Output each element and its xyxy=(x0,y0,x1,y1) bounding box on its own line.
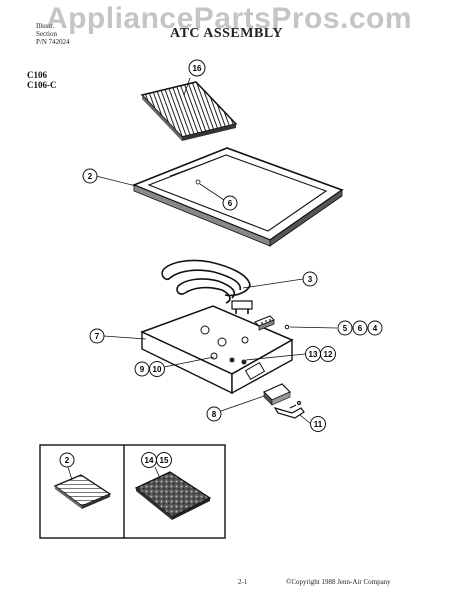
callout-5: 5 xyxy=(337,320,353,336)
svg-text:11: 11 xyxy=(314,420,323,429)
svg-text:7: 7 xyxy=(95,332,100,341)
callout-4: 4 xyxy=(367,320,383,336)
svg-text:9: 9 xyxy=(140,365,145,374)
terminal-block-part xyxy=(254,315,290,331)
svg-text:3: 3 xyxy=(308,275,313,284)
callout-13: 13 xyxy=(305,346,321,362)
svg-text:10: 10 xyxy=(153,365,162,374)
bracket-part xyxy=(273,400,305,419)
svg-text:4: 4 xyxy=(373,324,378,333)
header-illustration-label: Illustr. xyxy=(36,22,55,30)
svg-text:6: 6 xyxy=(358,324,363,333)
inset-flat-grate-part xyxy=(53,474,112,509)
callout-2: 2 xyxy=(82,168,98,184)
page-title: ATC ASSEMBLY xyxy=(170,26,283,41)
cooktop-frame-part xyxy=(131,147,344,247)
header-section-label: Section xyxy=(36,30,57,38)
callout-10: 10 xyxy=(149,361,165,377)
header-part-number: P/N 742024 xyxy=(36,38,70,46)
svg-text:2: 2 xyxy=(88,172,93,181)
svg-text:12: 12 xyxy=(324,350,333,359)
callout-11: 11 xyxy=(310,416,326,432)
svg-text:15: 15 xyxy=(160,456,169,465)
svg-text:14: 14 xyxy=(145,456,154,465)
model-number-2: C106-C xyxy=(27,80,57,90)
callout-6: 6 xyxy=(222,195,238,211)
callout-6-terminal: 6 xyxy=(352,320,368,336)
model-number-1: C106 xyxy=(27,70,47,80)
grill-grate-part xyxy=(140,81,238,141)
switch-part xyxy=(262,383,292,406)
inset-callout-2: 2 xyxy=(59,452,75,468)
inset-callout-15: 15 xyxy=(156,452,172,468)
leader-lines xyxy=(95,77,338,425)
callout-16: 16 xyxy=(188,59,206,77)
inset-callout-14: 14 xyxy=(141,452,157,468)
svg-text:5: 5 xyxy=(343,324,348,333)
callout-12: 12 xyxy=(320,346,336,362)
heating-element-part xyxy=(161,259,253,314)
svg-text:6: 6 xyxy=(228,199,233,208)
svg-text:8: 8 xyxy=(212,410,217,419)
copyright-notice: ©Copyright 1988 Jenn-Air Company xyxy=(286,578,391,586)
callout-3: 3 xyxy=(302,271,318,287)
page-number: 2-1 xyxy=(238,578,248,586)
callout-8: 8 xyxy=(206,406,222,422)
callout-9: 9 xyxy=(134,361,150,377)
svg-text:13: 13 xyxy=(309,350,318,359)
callout-7: 7 xyxy=(89,328,105,344)
inset-lava-rock-grate-part xyxy=(134,471,212,520)
svg-text:2: 2 xyxy=(65,456,70,465)
svg-text:16: 16 xyxy=(193,64,202,73)
